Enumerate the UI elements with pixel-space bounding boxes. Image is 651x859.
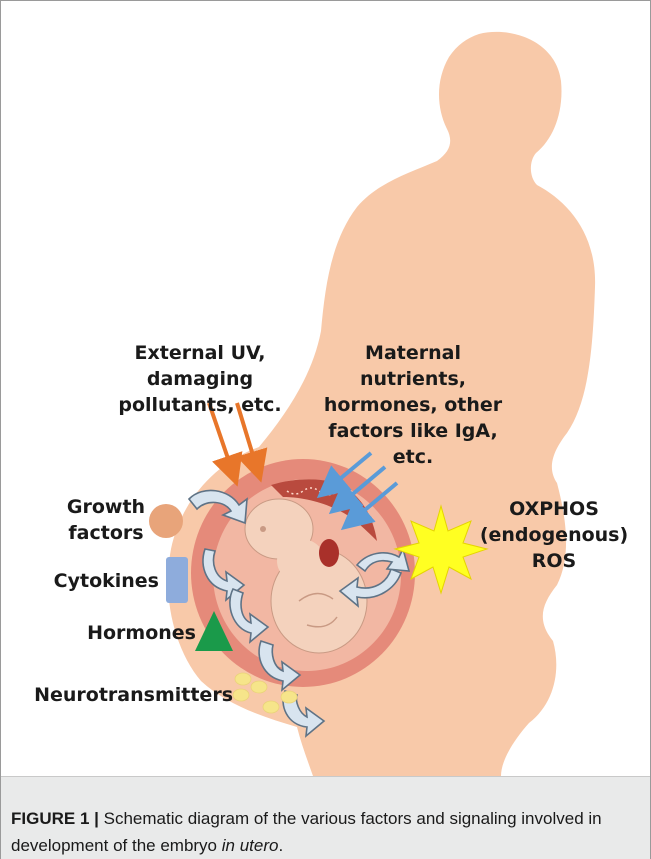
caption-end: . <box>278 836 283 855</box>
caption-body: Schematic diagram of the various factors… <box>11 809 602 855</box>
growth-factors-label-2: factors <box>68 522 143 544</box>
maternal-factors-label-1: Maternal <box>365 342 461 364</box>
growth-factor-circle <box>149 504 183 538</box>
maternal-factors-label-2: nutrients, <box>360 368 466 390</box>
caption-italic: in utero <box>222 836 279 855</box>
external-factors-label-2: damaging <box>147 368 253 390</box>
external-factors-label-3: pollutants, etc. <box>118 394 281 416</box>
maternal-factors-label-5: etc. <box>393 446 433 468</box>
cytokine-rectangle <box>166 557 188 603</box>
maternal-factors-label-3: hormones, other <box>324 394 503 416</box>
cytokines-label: Cytokines <box>54 570 159 592</box>
external-factors-label-1: External UV, <box>135 342 266 364</box>
figure-caption: FIGURE 1 | Schematic diagram of the vari… <box>1 776 650 859</box>
neurotransmitters-label: Neurotransmitters <box>34 684 233 706</box>
oxphos-label-1: OXPHOS <box>509 498 599 520</box>
diagram: External UV, damaging pollutants, etc. M… <box>1 1 650 776</box>
oxphos-label-2: (endogenous) <box>480 524 628 546</box>
caption-label: FIGURE 1 | <box>11 809 99 828</box>
hormones-label: Hormones <box>87 622 196 644</box>
caption-text: FIGURE 1 | Schematic diagram of the vari… <box>11 805 636 859</box>
maternal-factors-label-4: factors like IgA, <box>328 420 497 442</box>
growth-factors-label-1: Growth <box>67 496 145 518</box>
oxphos-label-3: ROS <box>532 550 576 572</box>
